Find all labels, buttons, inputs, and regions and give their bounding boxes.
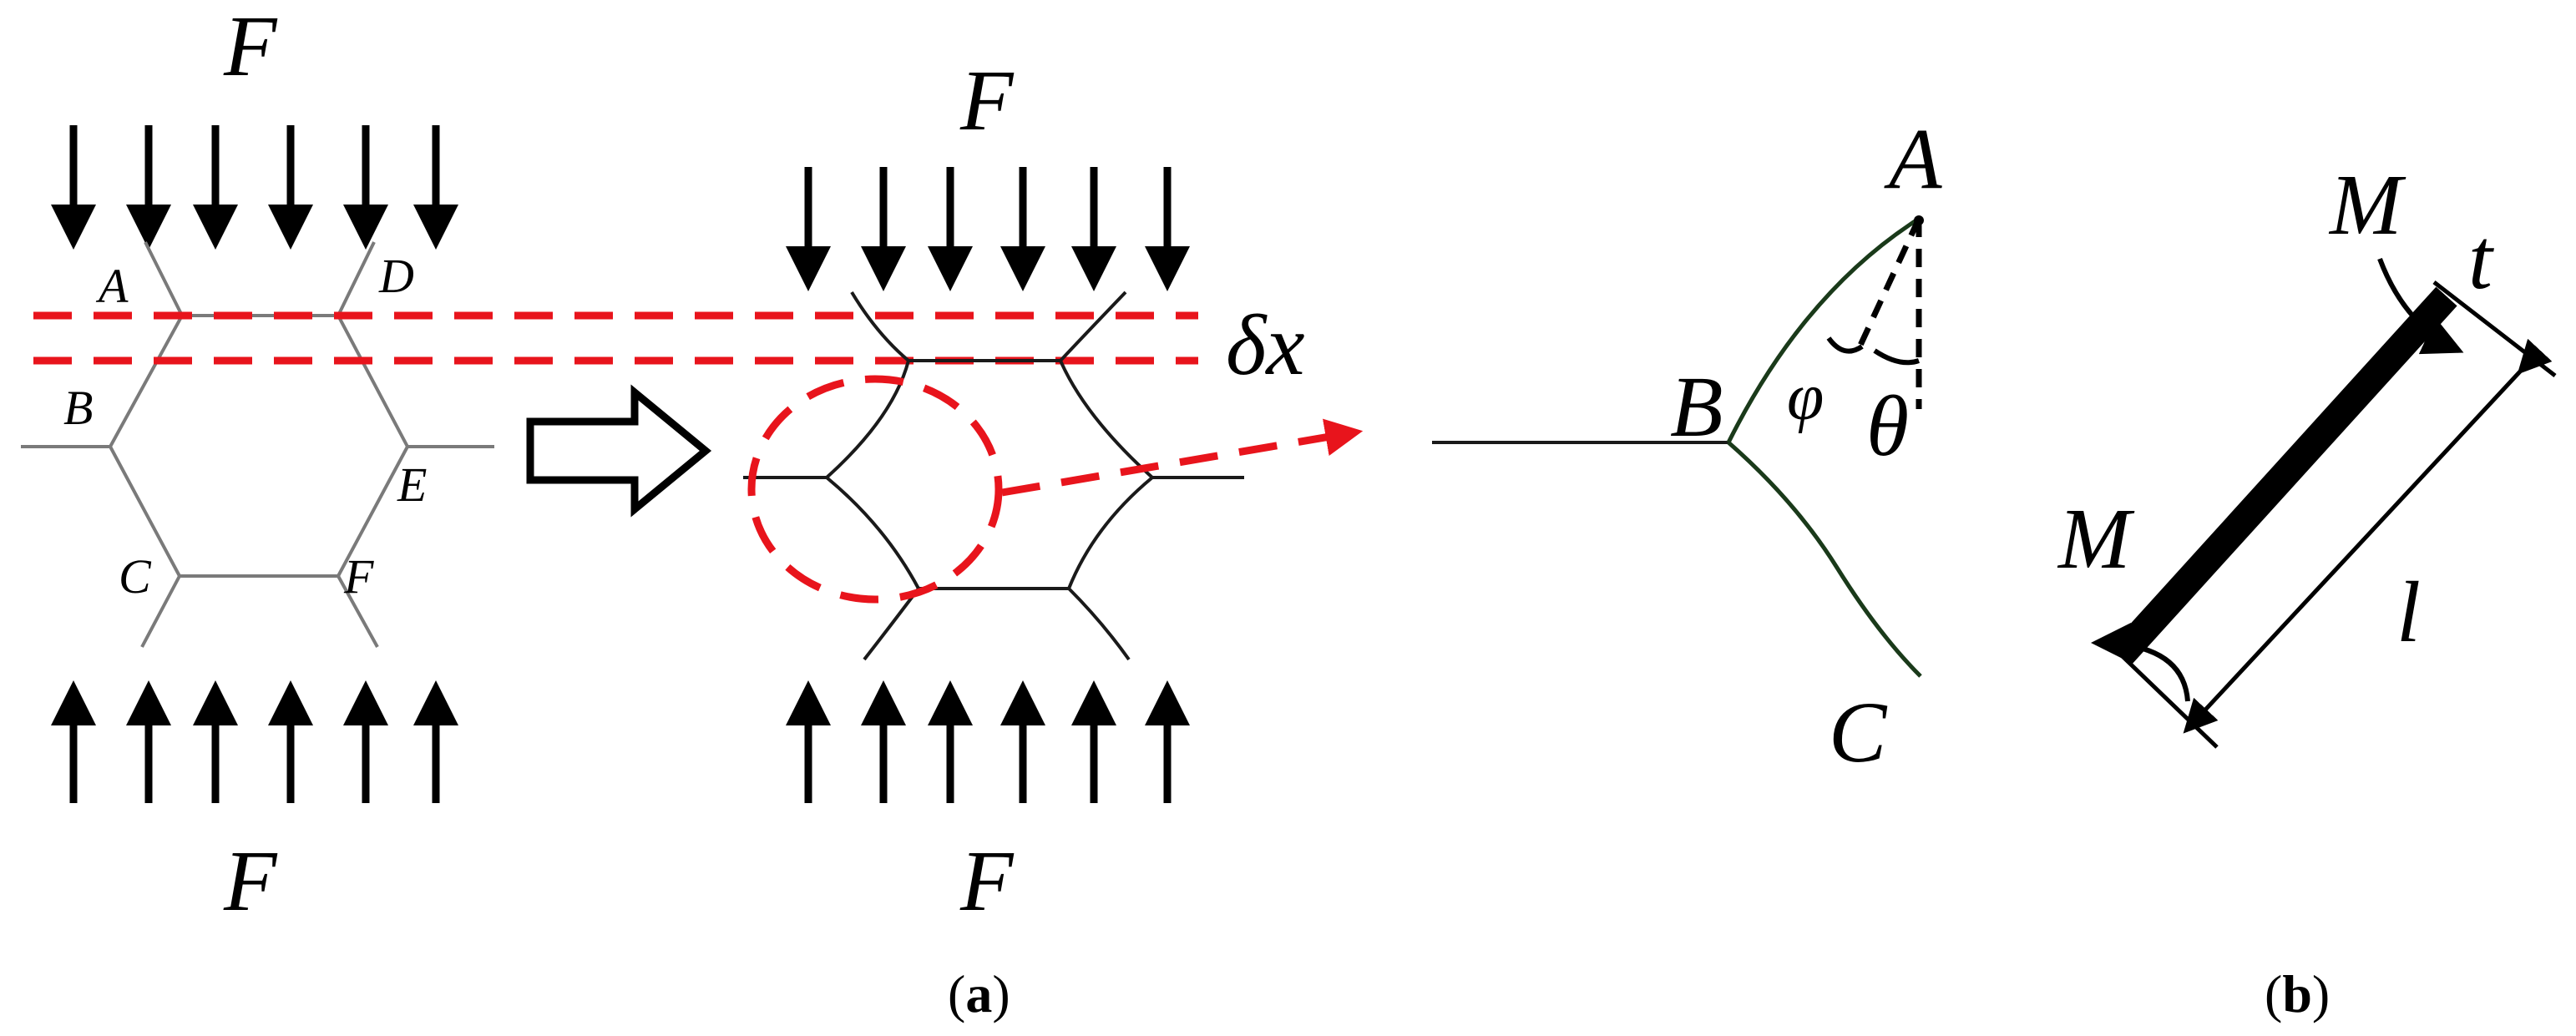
moment-label-bottom: M: [2057, 491, 2135, 587]
caption-a: (a): [948, 964, 1010, 1023]
top-force-arrows-mid: [786, 167, 1190, 291]
undeformed-cell: F A D B E C F F: [21, 0, 494, 929]
thickness-label: t: [2468, 211, 2494, 307]
deformed-walls: [743, 291, 1244, 661]
vertex-label-C: C: [119, 549, 152, 604]
length-dimension: [2183, 338, 2553, 734]
joint-label-C: C: [1829, 685, 1888, 781]
caption-a-open: (: [948, 964, 965, 1023]
displacement-band: [33, 311, 1198, 365]
cell-walls: [21, 241, 494, 648]
joint-label-B: B: [1670, 359, 1723, 455]
phi-arc: [1826, 336, 1864, 354]
force-label-bottom-mid: F: [959, 833, 1015, 929]
pivot-dot: [1914, 215, 1924, 225]
vertex-label-B: B: [63, 381, 93, 435]
zoom-pointer: [1001, 418, 1364, 497]
joint-label-A: A: [1884, 111, 1942, 207]
delta-x-label: δx: [1226, 297, 1305, 393]
beam-diagram: M M t l: [2057, 157, 2557, 749]
vertex-label-A: A: [95, 259, 129, 313]
angle-phi: φ: [1787, 361, 1824, 434]
caption-b-open: (: [2265, 964, 2282, 1023]
top-force-arrows: [51, 125, 458, 250]
caption-b-close: ): [2312, 964, 2330, 1023]
vertex-label-F: F: [343, 549, 374, 604]
vertex-label-E: E: [397, 457, 427, 512]
bottom-force-arrows-mid: [786, 680, 1190, 803]
joint-detail: A B C φ θ: [1432, 111, 1942, 781]
chord-reference: [1855, 217, 1922, 352]
extension-top: [2432, 280, 2557, 377]
force-label-bottom-left: F: [223, 833, 278, 929]
caption-b: (b): [2265, 964, 2330, 1023]
length-label: l: [2396, 564, 2421, 660]
moment-label-top: M: [2328, 157, 2406, 253]
theta-arc: [1873, 348, 1920, 366]
moment-arrow-bottom: [2091, 623, 2190, 702]
deformed-cell: F F: [743, 53, 1244, 929]
vertex-label-D: D: [378, 249, 414, 303]
caption-a-letter: a: [965, 964, 992, 1023]
zoom-ellipse: [747, 375, 1003, 604]
bottom-force-arrows: [51, 680, 458, 803]
member-AB: [1726, 216, 1921, 444]
angle-theta: θ: [1866, 378, 1909, 474]
force-label-top-mid: F: [959, 53, 1015, 149]
caption-a-close: ): [992, 964, 1010, 1023]
moment-arrow-top: [2377, 257, 2464, 355]
force-label-top-left: F: [223, 0, 278, 94]
caption-b-letter: b: [2282, 964, 2312, 1023]
hollow-arrow: [526, 384, 712, 518]
member-BC: [1727, 441, 1922, 678]
